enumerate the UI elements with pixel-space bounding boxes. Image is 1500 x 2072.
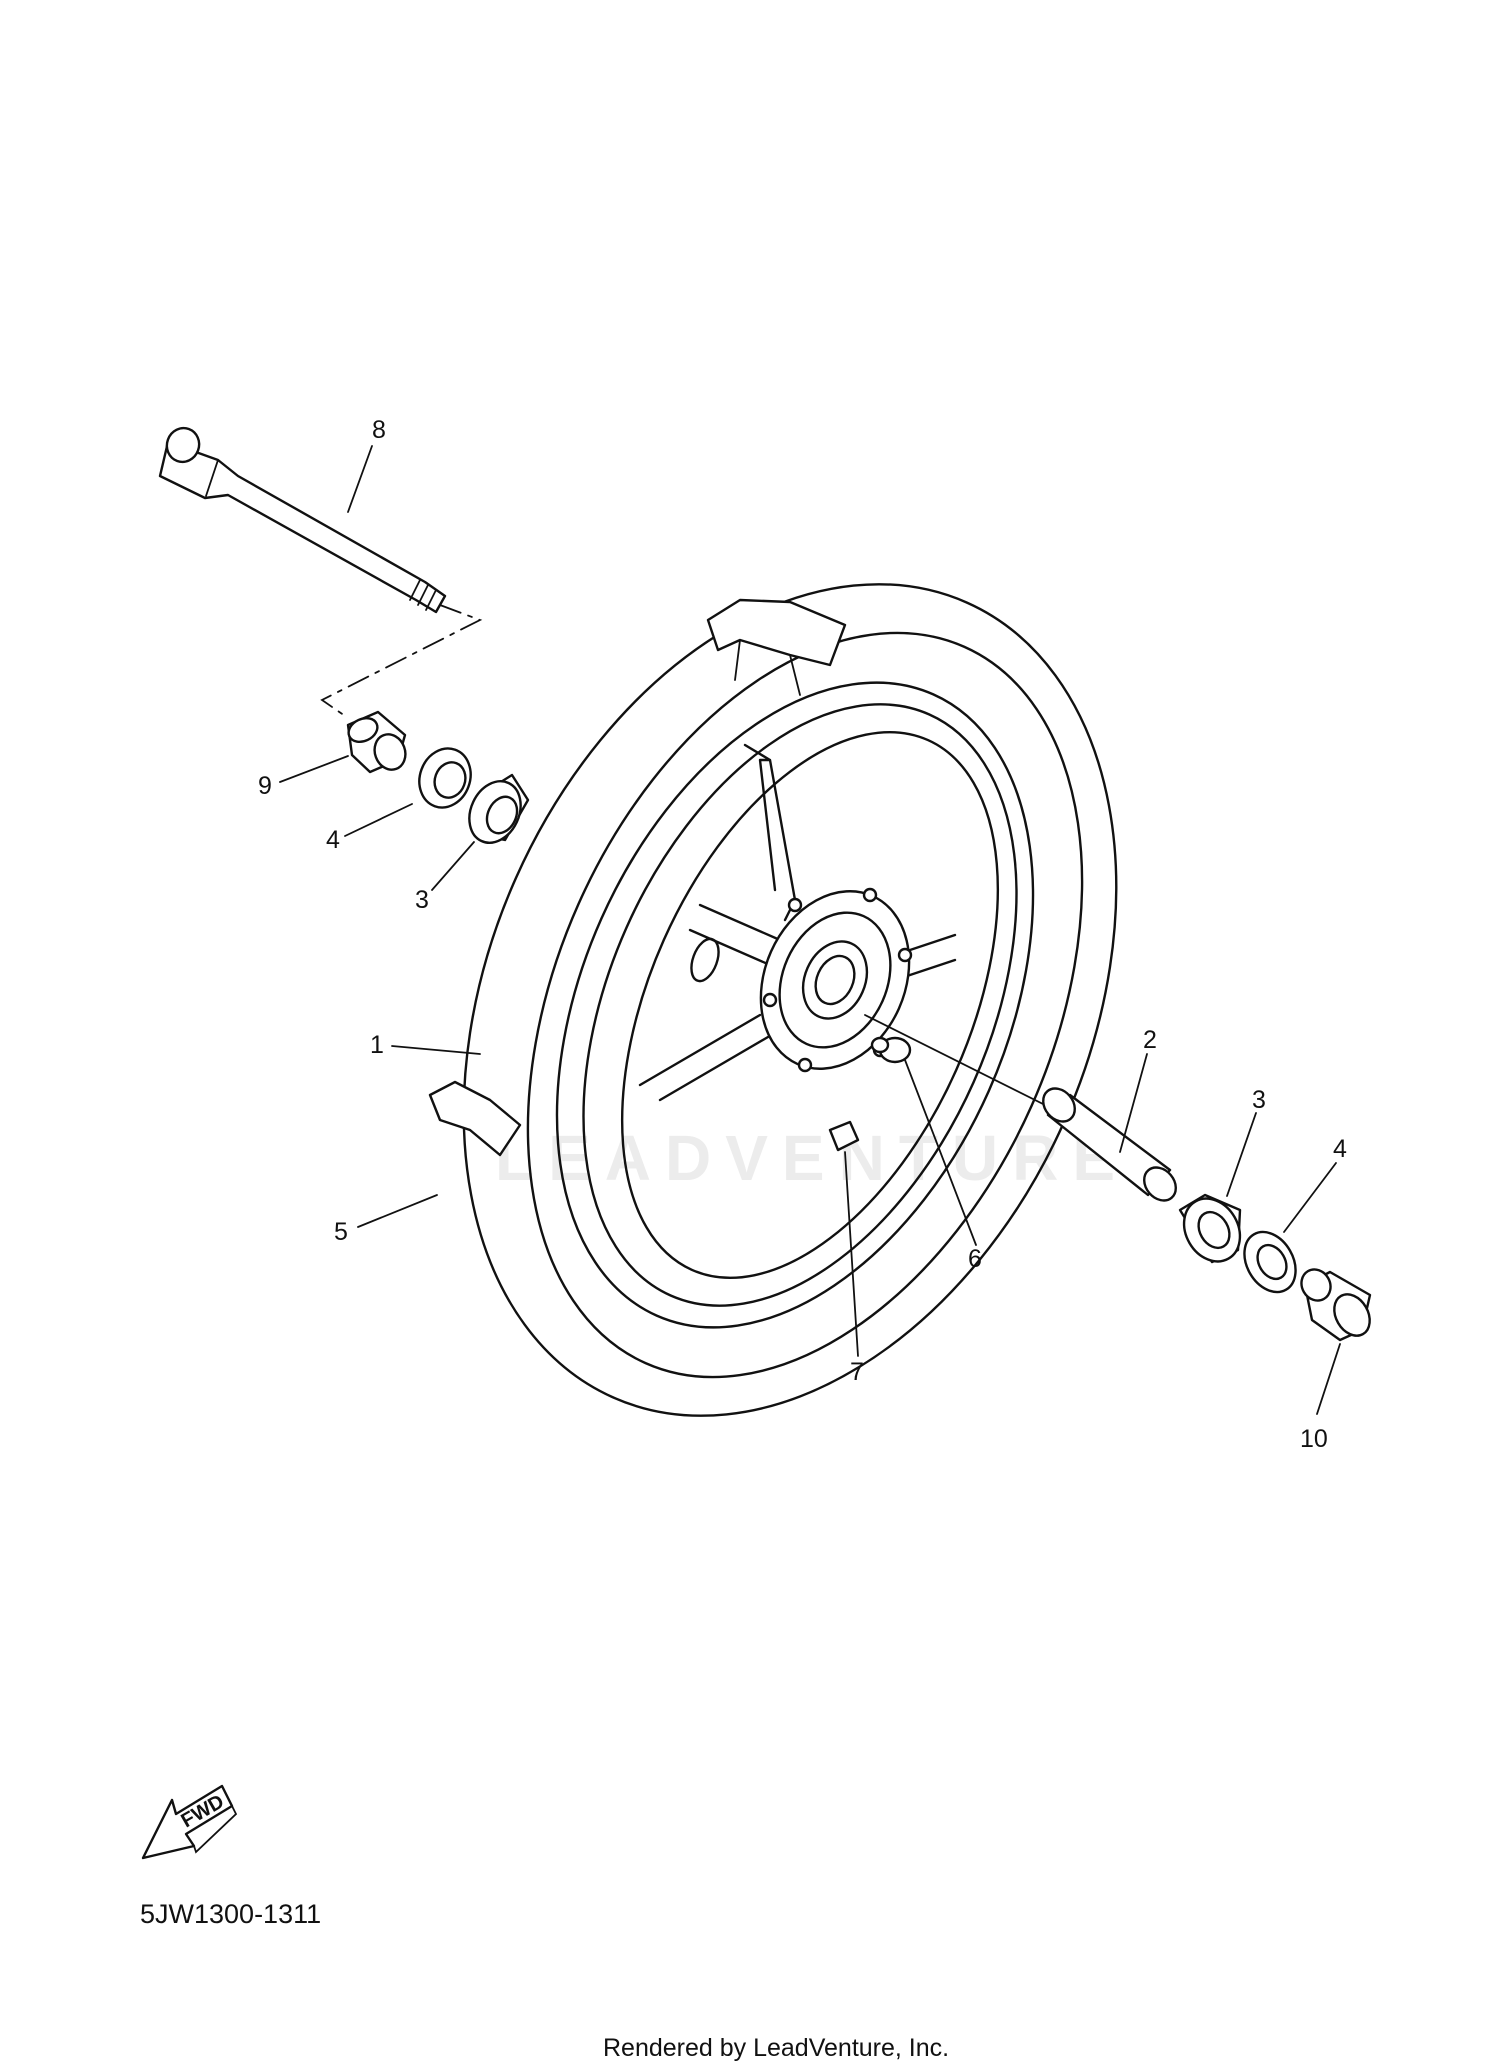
diagram-code: 5JW1300-1311 <box>140 1899 321 1929</box>
collar-part-10[interactable] <box>1296 1264 1377 1342</box>
spacer-part-2[interactable] <box>1037 1082 1183 1207</box>
leader-1 <box>391 1045 481 1055</box>
leader-9 <box>279 755 349 783</box>
valve-part-7[interactable] <box>828 1120 860 1152</box>
callout-4: 4 <box>326 826 340 854</box>
callout-6: 6 <box>968 1245 982 1273</box>
leader-8 <box>347 445 373 513</box>
callout-1: 1 <box>370 1031 384 1059</box>
callout-8: 8 <box>372 416 386 444</box>
callout-7: 7 <box>850 1358 864 1386</box>
ring-part-6[interactable] <box>870 1036 912 1064</box>
callout-3: 3 <box>415 886 429 914</box>
bearing-left-part-3[interactable] <box>460 773 531 851</box>
leader-4b <box>1283 1162 1337 1233</box>
callout-10: 10 <box>1300 1425 1328 1453</box>
bearing-right-part-4[interactable] <box>1234 1223 1306 1301</box>
collar-part-9[interactable] <box>345 710 410 774</box>
axle-line-right <box>864 1014 1076 1121</box>
axle-part-8[interactable] <box>158 424 447 614</box>
fwd-arrow-icon <box>141 1784 238 1860</box>
leader-3b <box>1226 1112 1257 1197</box>
callout-9: 9 <box>258 772 272 800</box>
bearing-right-part-3[interactable] <box>1173 1188 1251 1271</box>
watermark: LEADVENTURE <box>495 1122 1129 1194</box>
callout-5: 5 <box>334 1218 348 1246</box>
bearing-left-part-4[interactable] <box>411 741 479 814</box>
leader-4a <box>344 803 413 837</box>
callout-2: 2 <box>1143 1026 1157 1054</box>
render-credit: Rendered by LeadVenture, Inc. <box>603 2034 949 2062</box>
leader-7 <box>844 1151 859 1357</box>
leader-10 <box>1316 1343 1341 1415</box>
leader-6 <box>904 1059 977 1246</box>
callout-3-right: 3 <box>1252 1086 1266 1114</box>
rim-part-1[interactable] <box>463 608 1127 1402</box>
axle-center-line <box>320 604 483 719</box>
leader-3a <box>431 841 475 891</box>
leader-5 <box>357 1194 438 1228</box>
callout-4-right: 4 <box>1333 1135 1347 1163</box>
leader-2 <box>1119 1053 1148 1153</box>
